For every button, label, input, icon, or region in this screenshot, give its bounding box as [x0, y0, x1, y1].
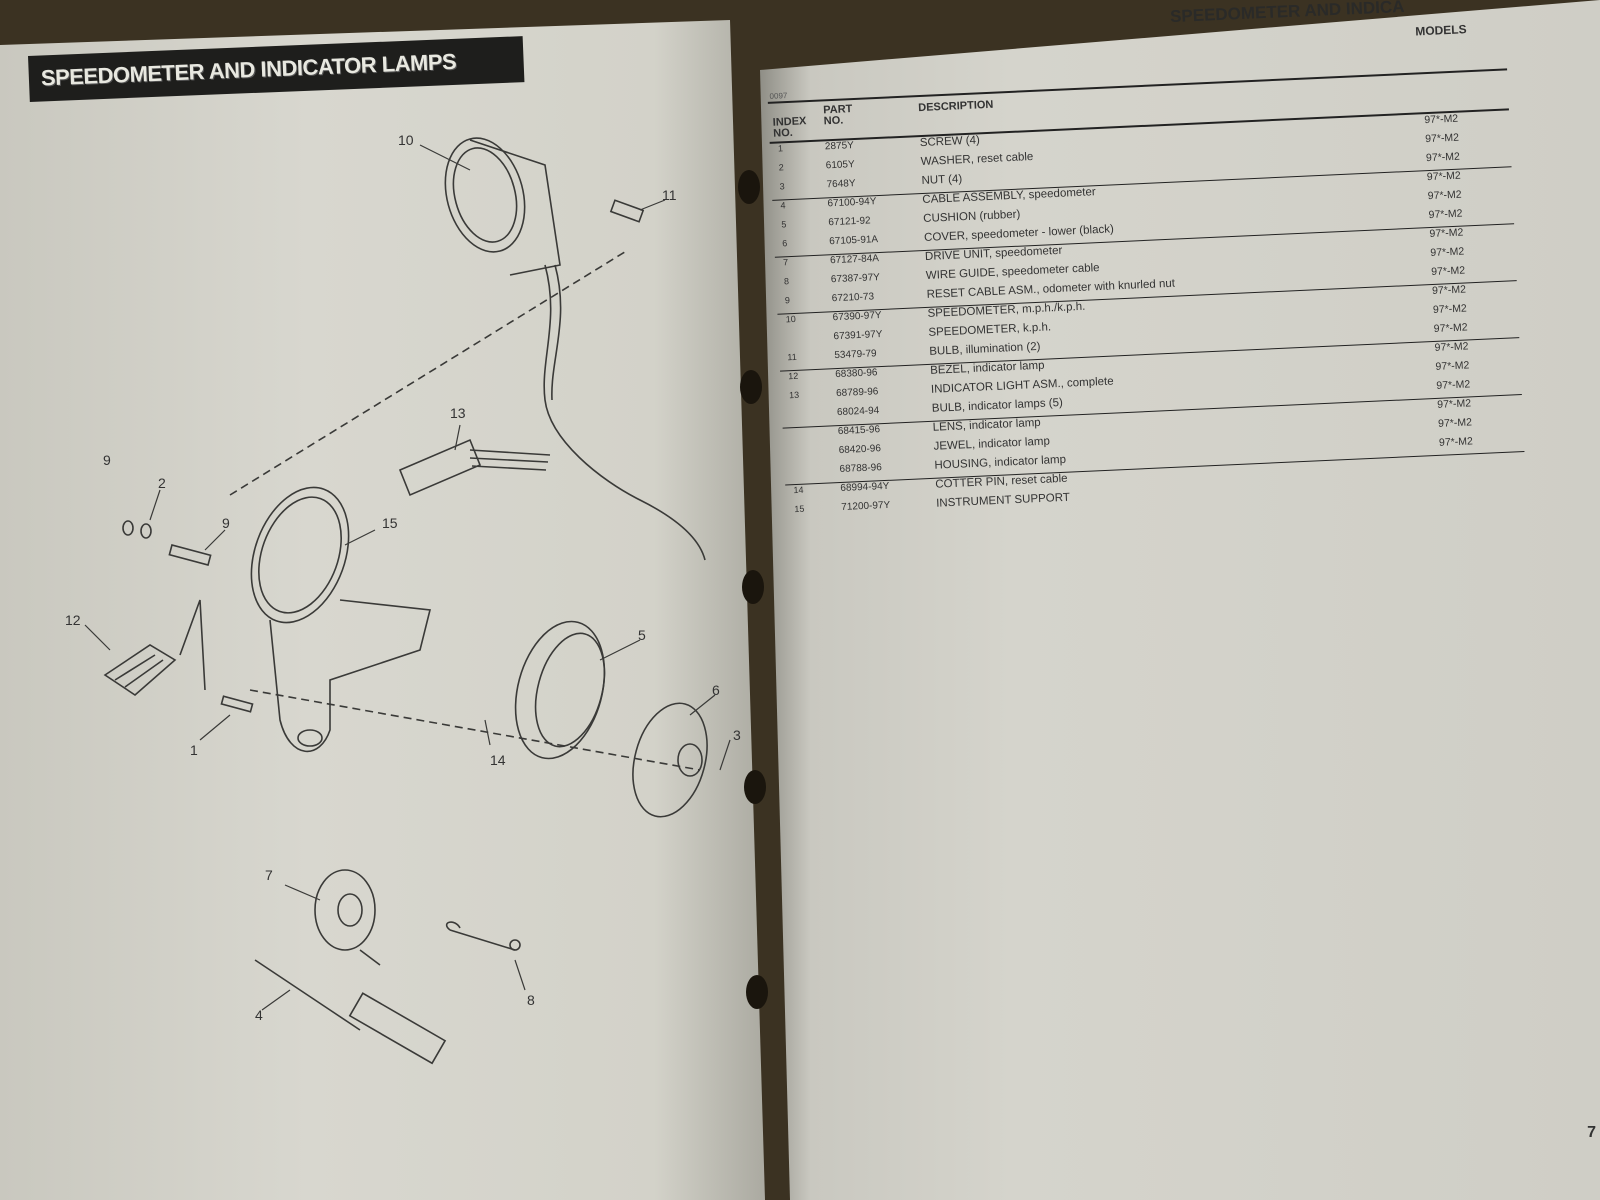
index-cell: 1 — [777, 143, 784, 154]
part-number-cell: 67387-97Y — [830, 272, 881, 286]
part-number-cell: 67121-92 — [828, 215, 871, 229]
models-cell: 97*-M2 — [1435, 359, 1470, 373]
models-cell: 97*-M2 — [1425, 150, 1461, 165]
callout-9b: 9 — [222, 515, 230, 531]
callout-4: 4 — [255, 1007, 263, 1023]
models-cell: 97*-M2 — [1429, 226, 1464, 241]
part-number-cell: 68994-94Y — [840, 480, 890, 495]
binding-hole — [746, 975, 768, 1009]
models-cell: 97*-M2 — [1434, 340, 1469, 354]
bezel-12-drawing — [103, 644, 177, 697]
drive-unit-7-drawing — [314, 869, 381, 966]
reset-cable-9-drawing — [168, 544, 212, 566]
models-cell: 97*-M2 — [1432, 302, 1468, 316]
models-header: MODELS — [1414, 22, 1467, 39]
callout-7: 7 — [265, 867, 273, 883]
index-cell: 9 — [784, 295, 791, 306]
callout-11: 11 — [662, 187, 677, 203]
index-cell: 11 — [787, 351, 797, 363]
models-cell: 97*-M2 — [1431, 283, 1467, 297]
part-number-cell: 68788-96 — [839, 462, 883, 476]
page-number: 7 — [1587, 1124, 1596, 1141]
index-cell: 5 — [781, 219, 787, 230]
part-number-cell: 67390-97Y — [832, 310, 882, 324]
left-page: SPEEDOMETER AND INDICATOR LAMPS — [0, 20, 765, 1200]
part-number-cell: 68024-94 — [836, 405, 880, 419]
models-cell: 97*-M2 — [1430, 245, 1465, 260]
binding-hole — [738, 170, 760, 204]
models-cell: 97*-M2 — [1437, 416, 1473, 430]
bulb-11-drawing — [609, 199, 645, 223]
index-cell: 14 — [793, 484, 804, 496]
callout-14: 14 — [490, 752, 506, 768]
part-number-cell: 67100-94Y — [827, 196, 877, 210]
callout-1: 1 — [190, 742, 198, 758]
part-number-cell: 68789-96 — [835, 386, 879, 400]
cable-4-drawing — [254, 959, 447, 1065]
part-number-cell: 7648Y — [826, 178, 856, 191]
callout-12: 12 — [65, 612, 81, 628]
index-cell: 10 — [785, 313, 796, 325]
part-number-cell: 67127-84A — [829, 253, 880, 267]
models-cell: 97*-M2 — [1424, 131, 1460, 146]
callout-15: 15 — [382, 515, 398, 531]
cushion-5-drawing — [514, 620, 606, 760]
callout-8: 8 — [527, 992, 535, 1008]
callout-6: 6 — [712, 682, 720, 698]
callout-13: 13 — [450, 405, 466, 421]
models-cell: 97*-M2 — [1427, 188, 1462, 203]
connector-line — [179, 599, 206, 691]
part-number-cell: 6105Y — [825, 159, 855, 172]
screw-1-drawing — [220, 695, 254, 713]
binding-hole — [742, 570, 764, 604]
part-number-cell: 2875Y — [824, 140, 855, 153]
models-cell: 97*-M2 — [1433, 321, 1468, 335]
cover-6-drawing — [632, 702, 708, 818]
models-cell: 97*-M2 — [1428, 207, 1463, 222]
washer-nut-drawing — [122, 520, 152, 539]
binding-hole — [740, 370, 762, 404]
index-cell: 4 — [780, 200, 786, 211]
index-cell: 6 — [782, 238, 788, 249]
part-number-cell: 68380-96 — [835, 367, 878, 381]
speedometer-drawing — [444, 137, 706, 561]
exploded-parts-diagram: 10 11 13 9 2 9 15 12 5 6 1 14 7 8 4 3 — [65, 132, 741, 1065]
callout-9: 9 — [103, 452, 111, 468]
instrument-support-15-drawing — [250, 486, 431, 753]
index-cell: 15 — [794, 503, 805, 515]
part-header: PART NO. — [822, 103, 853, 128]
index-cell: 8 — [783, 276, 790, 287]
indicator-connector-13-drawing — [398, 438, 551, 497]
models-cell: 97*-M2 — [1436, 378, 1471, 392]
part-number-cell: 67210-73 — [831, 291, 875, 305]
callout-5: 5 — [638, 627, 646, 643]
part-number-cell: 67391-97Y — [833, 328, 883, 343]
callout-2: 2 — [158, 475, 166, 491]
callout-3: 3 — [733, 727, 741, 743]
index-cell: 3 — [779, 181, 785, 192]
models-cell: 97*-M2 — [1424, 112, 1459, 127]
index-header: INDEX NO. — [772, 115, 807, 140]
right-page — [760, 0, 1600, 1200]
part-number-cell: 53479-79 — [834, 348, 877, 362]
index-cell: 2 — [778, 162, 785, 173]
index-cell: 13 — [788, 389, 800, 401]
callout-10: 10 — [398, 132, 414, 148]
description-cell: NUT (4) — [921, 173, 963, 188]
models-cell: 97*-M2 — [1426, 169, 1461, 184]
index-cell: 7 — [782, 257, 789, 268]
cotter-pin-8-drawing — [445, 921, 521, 951]
models-cell: 97*-M2 — [1438, 435, 1474, 449]
part-number-cell: 71200-97Y — [841, 499, 891, 514]
part-number-cell: 67105-91A — [828, 234, 879, 248]
part-number-cell: 68415-96 — [837, 424, 881, 438]
models-cell: 97*-M2 — [1430, 264, 1466, 279]
part-number-cell: 68420-96 — [838, 443, 882, 457]
binding-hole — [744, 770, 766, 804]
page-code: 0097 — [769, 91, 788, 101]
models-cell: 97*-M2 — [1436, 397, 1472, 411]
index-cell: 12 — [788, 370, 799, 382]
